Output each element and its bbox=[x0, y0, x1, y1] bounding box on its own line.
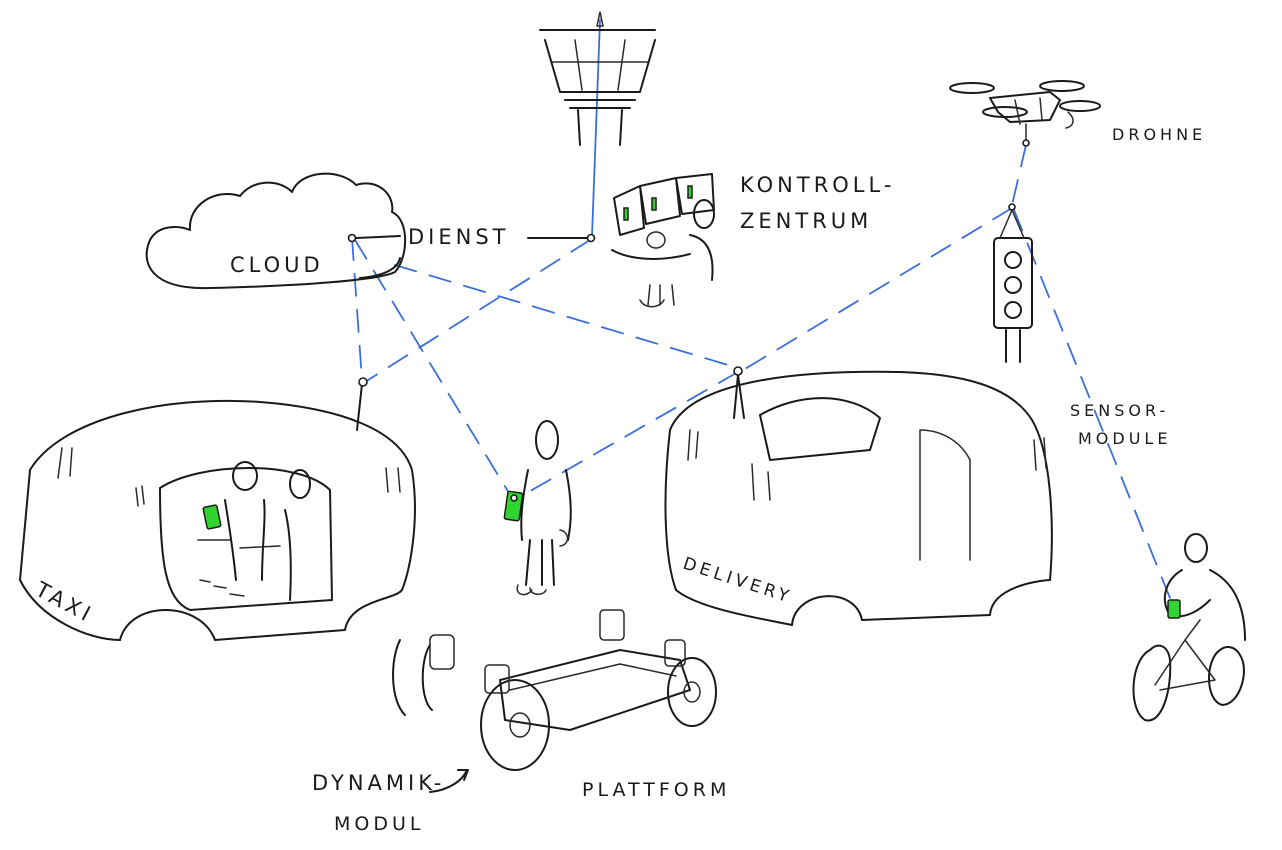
link-control-taxi bbox=[364, 239, 591, 383]
pedestrian-icon bbox=[503, 420, 572, 596]
link-cloud-taxi bbox=[351, 237, 363, 381]
platform-icon bbox=[392, 609, 717, 771]
label-dienst: DIENST bbox=[408, 225, 510, 249]
delivery-antenna-node bbox=[733, 366, 743, 376]
label-cloud: CLOUD bbox=[230, 253, 324, 277]
link-tower-control bbox=[591, 19, 601, 237]
link-drone-light bbox=[1011, 144, 1027, 206]
label-plattform: PLATTFORM bbox=[582, 779, 730, 801]
label-zentrum: ZENTRUM bbox=[740, 209, 872, 233]
cloud-icon bbox=[145, 172, 407, 290]
link-cloud-delivery bbox=[394, 264, 739, 369]
label-sensor: SENSOR- bbox=[1070, 401, 1169, 420]
dynamik-arrow bbox=[429, 769, 469, 793]
link-cloud-pedestrian bbox=[354, 239, 513, 499]
label-dynamik: DYNAMIK- bbox=[312, 771, 445, 795]
dienst-connector bbox=[355, 235, 401, 239]
label-kontroll: KONTROLL- bbox=[740, 173, 895, 197]
cloud-node bbox=[347, 233, 357, 243]
taxi-antenna-node bbox=[358, 377, 368, 387]
label-delivery: DELIVERY bbox=[680, 554, 794, 608]
label-taxi: TAXI bbox=[31, 577, 98, 628]
control-tower-icon bbox=[539, 11, 656, 146]
label-module: MODULE bbox=[1078, 429, 1171, 448]
link-delivery-pedestrian bbox=[517, 371, 739, 499]
drone-icon bbox=[949, 80, 1101, 147]
control-center-icon bbox=[611, 173, 715, 308]
label-modul: MODUL bbox=[334, 813, 424, 835]
delivery-van-icon bbox=[664, 366, 1053, 626]
link-drone-delivery bbox=[739, 207, 1013, 373]
label-drohne: DROHNE bbox=[1112, 125, 1206, 144]
cyclist-icon bbox=[1132, 533, 1246, 722]
taxi-vehicle-icon bbox=[19, 377, 416, 641]
traffic-light-icon bbox=[993, 203, 1033, 363]
pedestrian-node bbox=[510, 494, 518, 502]
control-node bbox=[586, 233, 596, 243]
network-links bbox=[351, 19, 1171, 599]
